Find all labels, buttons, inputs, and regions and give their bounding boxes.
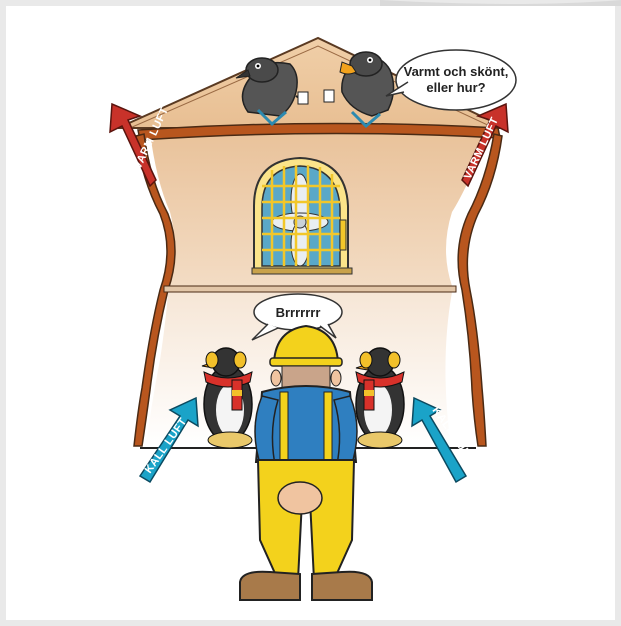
crows-speech-line1: Varmt och skönt, (404, 64, 509, 79)
heater-icon (252, 158, 352, 274)
mug-icon (298, 92, 308, 104)
crows-speech-line2: eller hur? (426, 80, 485, 95)
worker-speech-text: Brrrrrrr (276, 305, 321, 320)
